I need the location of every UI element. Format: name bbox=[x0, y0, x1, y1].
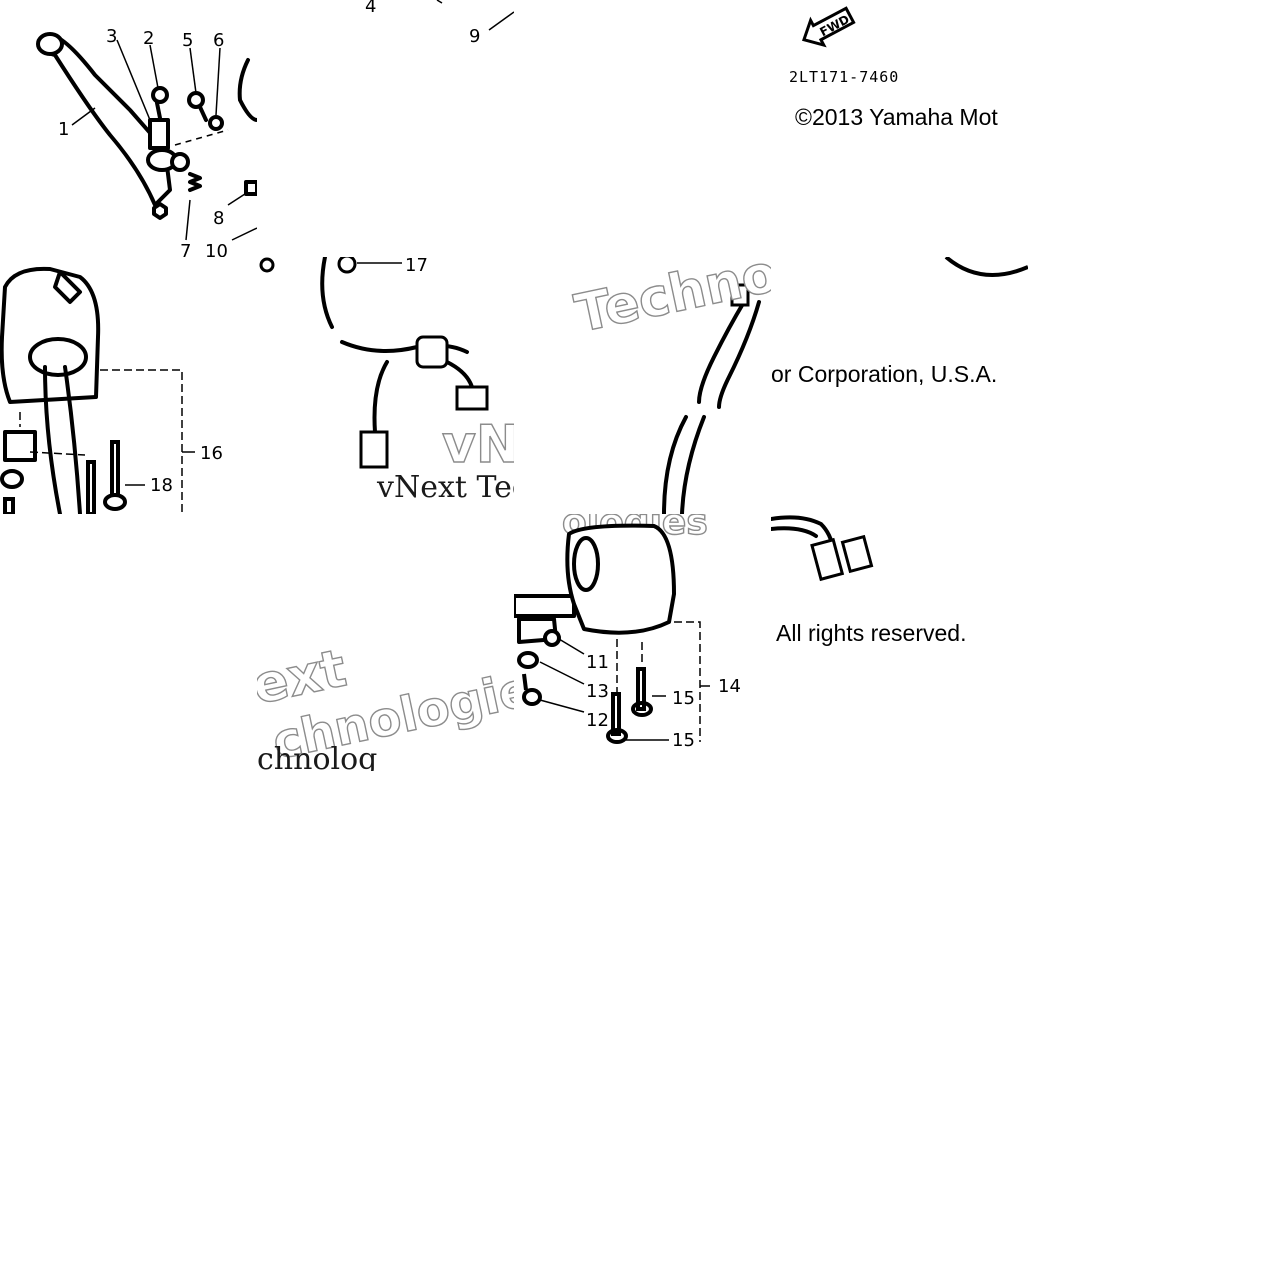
tile-brake-lever: 1 2 3 5 6 7 8 10 bbox=[0, 0, 257, 257]
callout-2: 2 bbox=[143, 28, 154, 49]
cable-loop-drawing: Techno bbox=[570, 257, 771, 514]
tile-left-switch: 16 18 bbox=[0, 257, 257, 514]
callout-18: 18 bbox=[150, 475, 173, 496]
watermark-lower-drawing: ext chnologies chnolog bbox=[257, 638, 514, 771]
callout-12: 12 bbox=[586, 710, 609, 731]
tile-right-switch: ologies bbox=[514, 514, 771, 771]
callout-1: 1 bbox=[58, 119, 69, 140]
tile-copyright-2: or Corporation, U.S.A. bbox=[771, 257, 1028, 514]
callout-8: 8 bbox=[213, 208, 224, 229]
callout-11: 11 bbox=[586, 652, 609, 673]
copyright-line-3: All rights reserved. bbox=[776, 620, 967, 646]
callout-5: 5 bbox=[182, 30, 193, 51]
callout-9: 9 bbox=[469, 26, 480, 47]
fwd-arrow-icon: FWD bbox=[801, 6, 856, 48]
watermark-fragment-7: chnolog bbox=[257, 742, 377, 771]
cable-arc-drawing bbox=[944, 257, 1028, 277]
callout-3: 3 bbox=[106, 26, 117, 47]
watermark-fragment-2: vNe bbox=[442, 415, 514, 475]
callout-13: 13 bbox=[586, 681, 609, 702]
copyright-line-2: or Corporation, U.S.A. bbox=[771, 361, 998, 387]
tile-watermark-lower: ext chnologies chnolog bbox=[257, 514, 514, 771]
callout-6: 6 bbox=[213, 30, 224, 51]
callout-4: 4 bbox=[365, 0, 376, 17]
tile-copyright-3: All rights reserved. bbox=[771, 514, 1028, 771]
tile-header-info: FWD 2LT171-7460 ©2013 Yamaha Mot bbox=[771, 0, 1028, 257]
harness-drawing: 17 vNe vNext Tec bbox=[259, 257, 514, 505]
tile-cable-loop: Techno bbox=[514, 257, 771, 514]
callout-14: 14 bbox=[718, 676, 741, 697]
part-code: 2LT171-7460 bbox=[789, 68, 900, 86]
watermark-fragment-3: vNext Tec bbox=[376, 470, 514, 505]
watermark-fragment-1: Techno bbox=[570, 257, 771, 345]
callout-16: 16 bbox=[200, 443, 223, 464]
right-switch-drawing: ologies bbox=[514, 514, 741, 751]
callout-17: 17 bbox=[405, 257, 428, 276]
callout-15-b: 15 bbox=[672, 730, 695, 751]
tile-top-middle: 4 9 bbox=[257, 0, 514, 257]
top-middle-drawing: 4 9 bbox=[365, 0, 514, 47]
callout-7: 7 bbox=[180, 241, 191, 257]
callout-10: 10 bbox=[205, 241, 228, 257]
copyright-line-1: ©2013 Yamaha Mot bbox=[795, 104, 998, 130]
left-switch-drawing: 16 18 bbox=[0, 266, 223, 514]
brake-lever-drawing: 1 2 3 5 6 7 8 10 bbox=[36, 26, 257, 257]
connector-drawing bbox=[771, 515, 874, 582]
callout-15-a: 15 bbox=[672, 688, 695, 709]
tile-harness: 17 vNe vNext Tec bbox=[257, 257, 514, 514]
